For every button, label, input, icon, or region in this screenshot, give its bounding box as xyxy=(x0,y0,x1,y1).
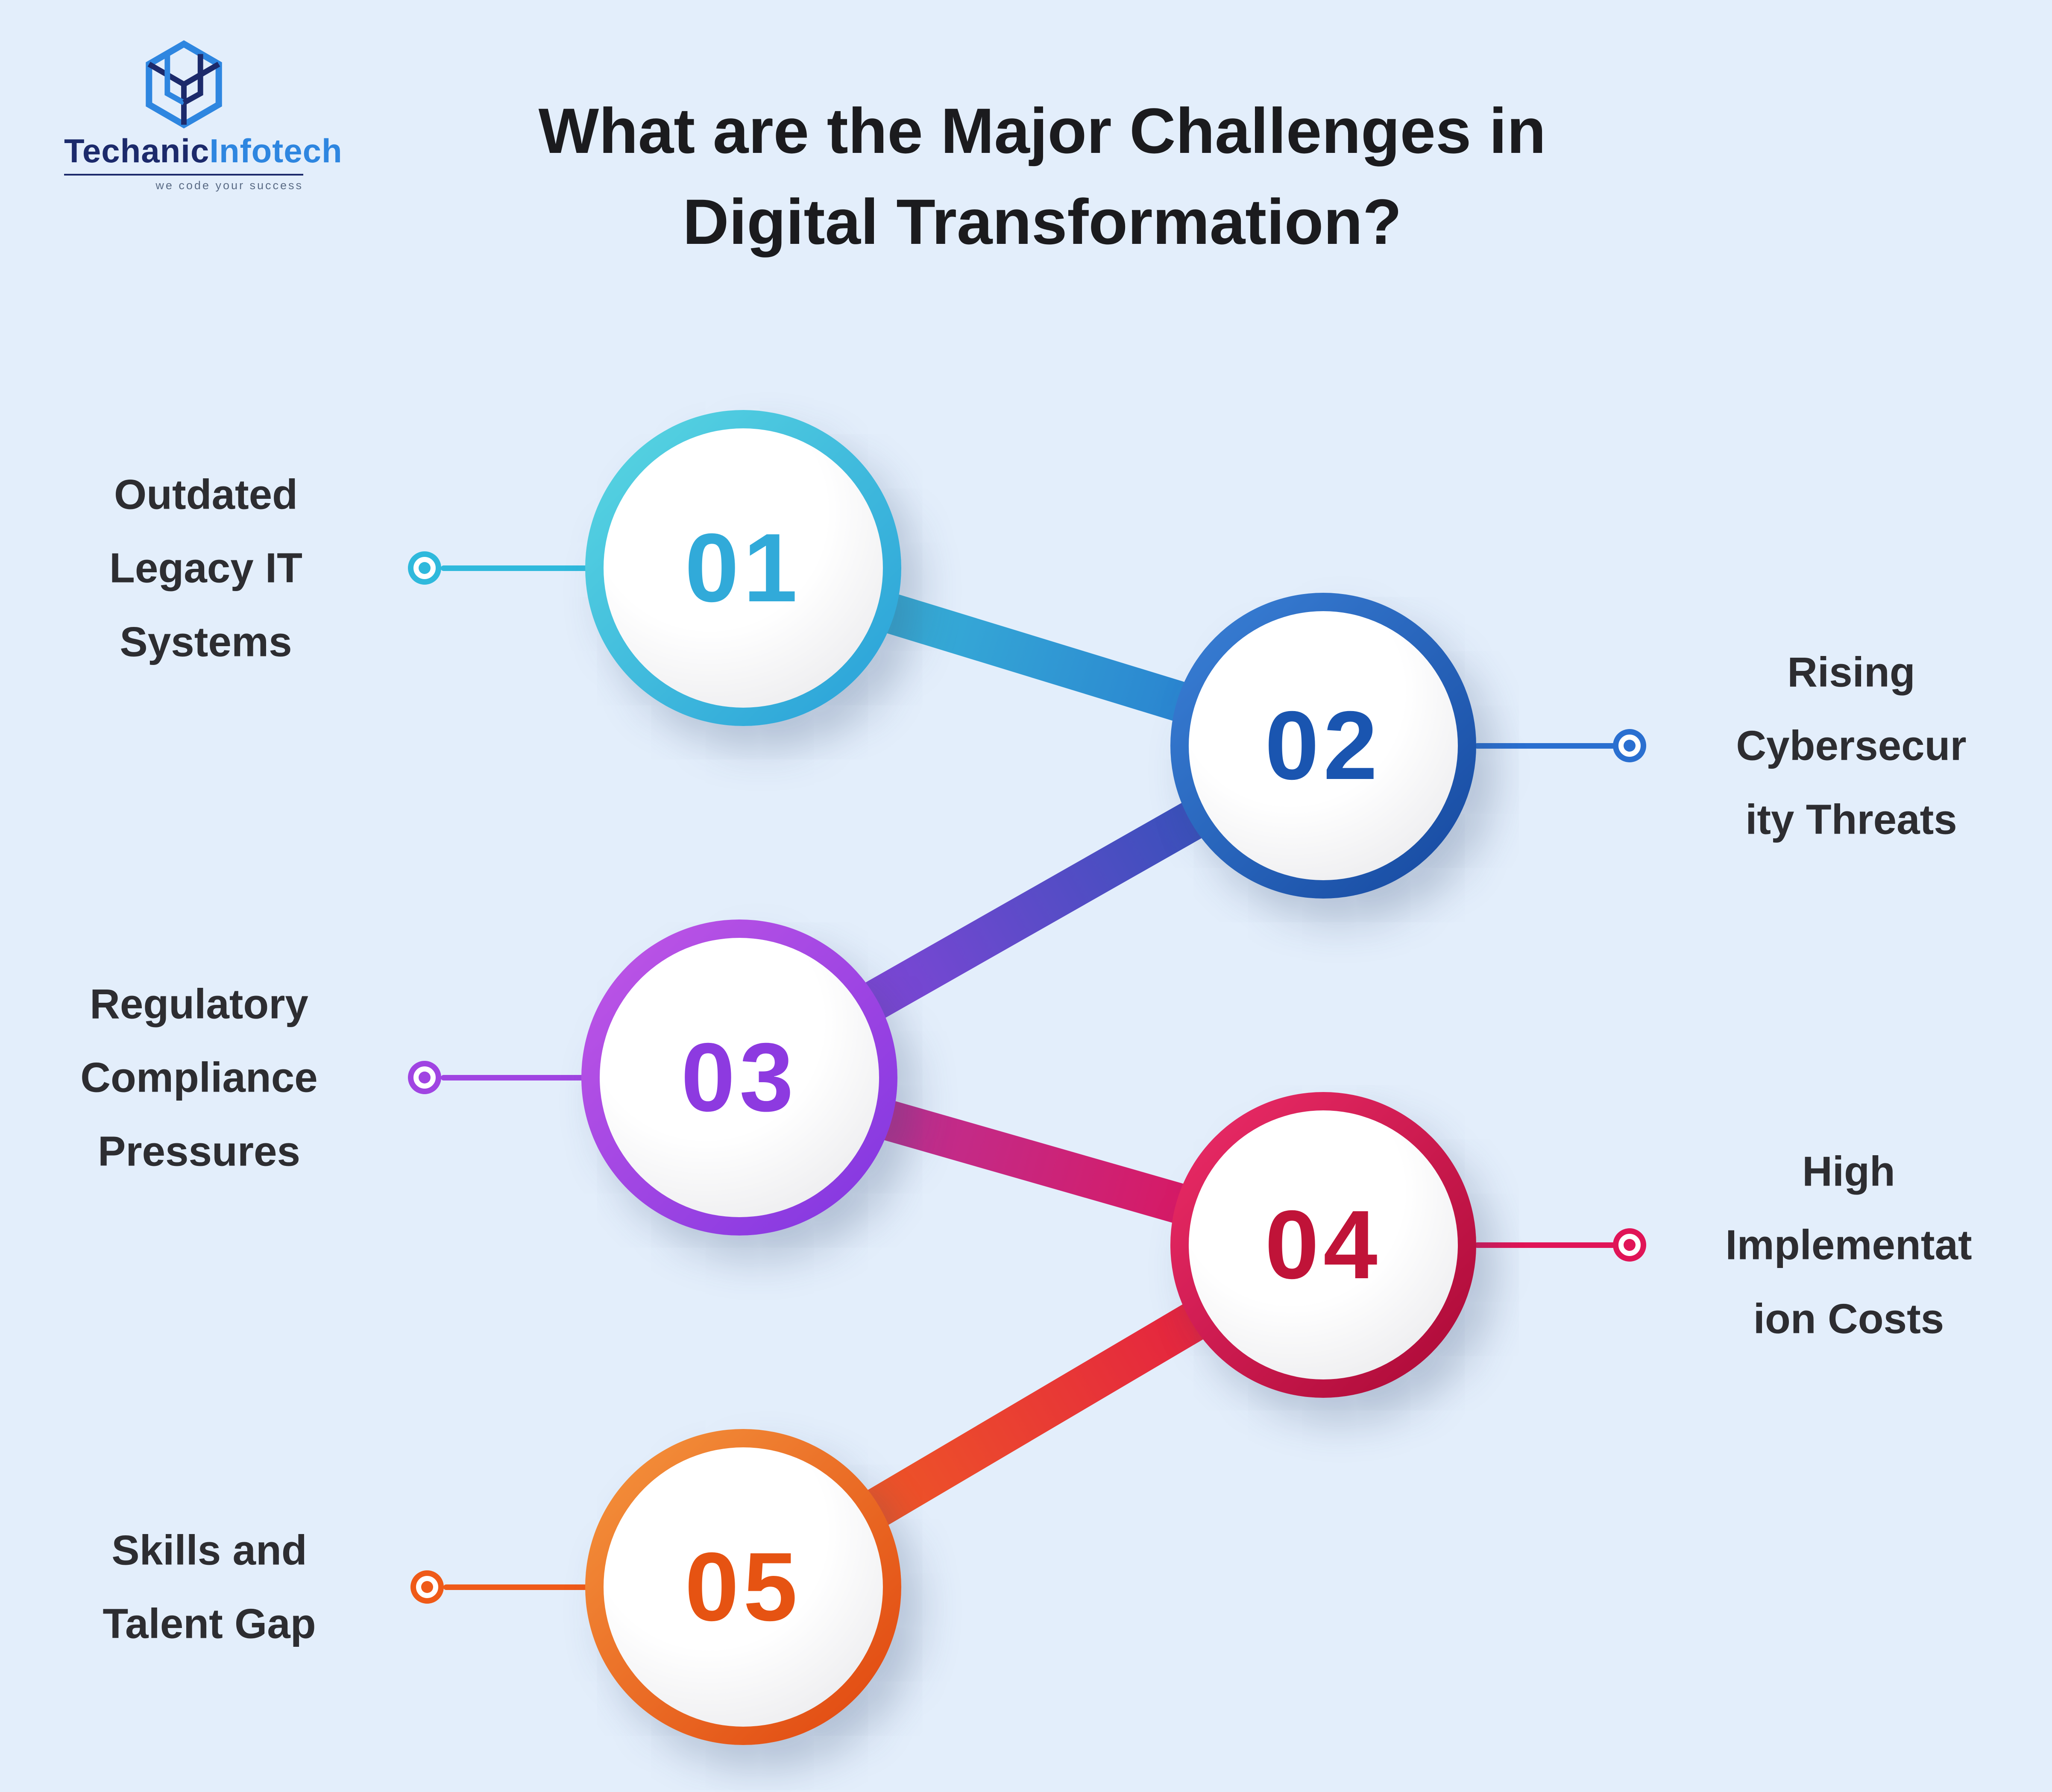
brand-tagline: we code your success xyxy=(155,179,303,192)
brand-primary: Techanic xyxy=(64,132,210,170)
step-circle-inner: 03 xyxy=(600,938,879,1217)
step-circle-04: 04 xyxy=(1170,1092,1476,1398)
label-connector-line xyxy=(443,1584,588,1590)
challenge-label: Outdated Legacy IT Systems xyxy=(109,471,303,665)
step-number: 01 xyxy=(685,513,802,622)
step-circle-02: 02 xyxy=(1170,593,1476,899)
step-number: 02 xyxy=(1265,691,1382,800)
label-connector-line xyxy=(441,565,588,571)
step-circle-03: 03 xyxy=(581,919,897,1236)
label-connector-dot xyxy=(410,1570,444,1604)
step-circle-inner: 05 xyxy=(604,1447,883,1727)
brand-name: TechanicInfotech xyxy=(64,132,342,176)
label-connector-line xyxy=(1475,1242,1615,1248)
step-circle-inner: 02 xyxy=(1189,611,1458,880)
challenge-label: Skills and Talent Gap xyxy=(103,1526,316,1647)
logo: TechanicInfotech we code your success xyxy=(64,38,342,192)
label-connector-line xyxy=(441,1075,584,1080)
cube-wireframe-icon xyxy=(145,40,222,129)
challenge-label: High Implementat ion Costs xyxy=(1725,1148,1972,1342)
step-circle-05: 05 xyxy=(585,1429,901,1745)
step-number: 03 xyxy=(681,1023,798,1132)
page-title: What are the Major Challenges in Digital… xyxy=(538,95,1546,258)
challenge-label: Rising Cybersecur ity Threats xyxy=(1736,648,1967,843)
label-connector-line xyxy=(1475,743,1615,749)
challenge-label: Regulatory Compliance Pressures xyxy=(80,980,318,1175)
step-number: 04 xyxy=(1265,1190,1382,1299)
step-circle-inner: 01 xyxy=(604,428,883,708)
step-circle-inner: 04 xyxy=(1189,1110,1458,1379)
brand-secondary: Infotech xyxy=(209,132,343,170)
step-circle-01: 01 xyxy=(585,410,901,726)
step-number: 05 xyxy=(685,1532,802,1641)
